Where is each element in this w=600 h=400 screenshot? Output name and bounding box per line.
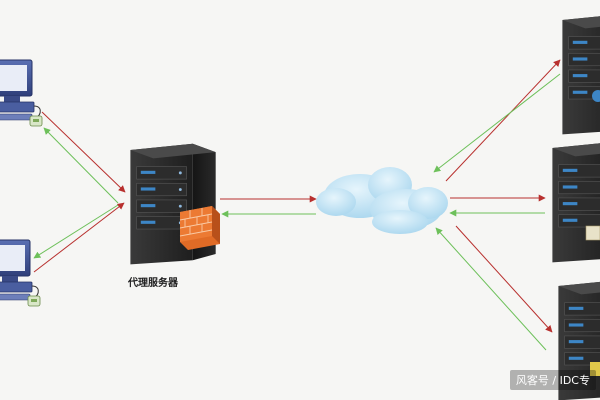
server-icon	[561, 13, 600, 135]
request-arrow	[445, 59, 561, 182]
response-arrow	[433, 73, 561, 173]
client-computer-icon	[0, 59, 43, 127]
request-arrow	[41, 111, 126, 193]
response-arrow	[43, 127, 119, 204]
watermark: 风客号 / IDC专	[509, 370, 596, 390]
request-arrow	[33, 202, 125, 273]
firewall-icon	[179, 206, 220, 250]
server-icon	[557, 279, 600, 400]
response-arrow	[33, 204, 119, 259]
client-computer-icon	[0, 239, 41, 307]
response-arrow	[435, 227, 547, 351]
request-arrow	[455, 225, 553, 333]
connection-arrows	[33, 59, 561, 351]
server-icon	[551, 141, 600, 263]
proxy-server-label: 代理服务器	[128, 278, 178, 289]
cloud-icon	[316, 167, 448, 234]
